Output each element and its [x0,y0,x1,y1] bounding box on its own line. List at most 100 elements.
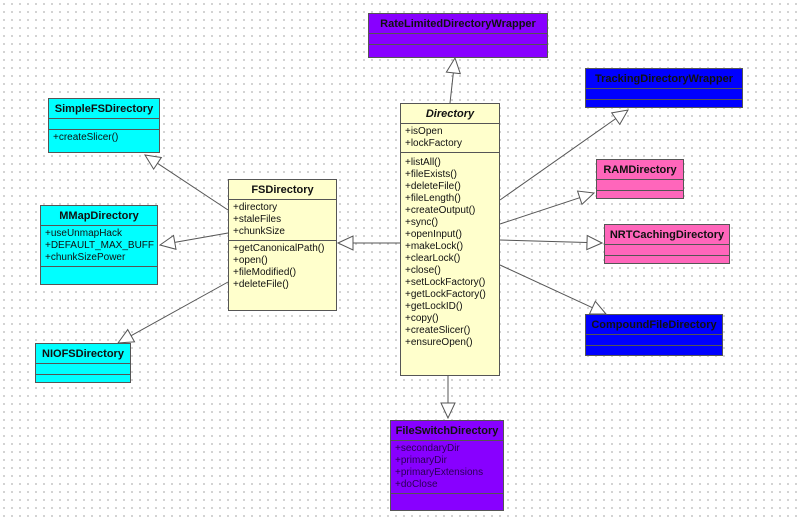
operation: +open() [233,255,268,266]
class-name: RAMDirectory [603,164,677,176]
edge-line [130,281,229,337]
class-box-directory[interactable]: Directory +isOpen +lockFactory +listAll(… [400,103,500,376]
class-box-ram-directory[interactable]: RAMDirectory [596,159,684,199]
attribute: +isOpen [405,126,443,137]
operations-section: +getCanonicalPath() +open() +fileModifie… [229,240,336,293]
edge-simple-fs-to-fs [144,154,229,211]
edge-mmap-to-fs [158,232,229,250]
attributes-section [36,363,130,374]
edge-line [174,232,229,243]
class-name: CompoundFileDirectory [591,319,717,331]
edge-nrt-to-directory [499,234,604,251]
attributes-section [586,334,722,345]
operation: +createSlicer() [405,325,471,336]
operations-section [597,190,683,201]
operations-section [391,493,503,504]
attribute: +DEFAULT_MAX_BUFF [45,240,155,251]
operation: +makeLock() [405,241,464,252]
class-box-rate-limited-directory-wrapper[interactable]: RateLimitedDirectoryWrapper [368,13,548,58]
operation: +fileExists() [405,169,457,180]
class-box-nrt-caching-directory[interactable]: NRTCachingDirectory [604,224,730,264]
operations-section [36,374,130,385]
operations-section [605,255,729,266]
class-name: Directory [425,108,475,120]
class-name: MMapDirectory [59,210,139,222]
operation: +ensureOpen() [405,337,473,348]
class-box-file-switch-directory[interactable]: FileSwitchDirectory +secondaryDir +prima… [390,420,504,511]
edge-niofs-to-fs [116,281,229,344]
operation: +deleteFile() [233,279,289,290]
class-name: FSDirectory [251,184,314,196]
operations-section: +listAll() +fileExists() +deleteFile() +… [401,152,499,351]
attribute: +primaryExtensions [395,467,484,478]
operations-section: +createSlicer() [49,129,159,146]
operation: +createSlicer() [53,132,119,143]
operation: +openInput() [405,229,462,240]
class-name: NIOFSDirectory [42,348,124,360]
edge-compound-to-directory [499,264,608,315]
class-box-fs-directory[interactable]: FSDirectory +directory +staleFiles +chun… [228,179,337,311]
generalization-arrowhead [576,190,596,206]
attributes-section: +isOpen +lockFactory [401,123,499,152]
attributes-section [586,88,742,99]
generalization-arrowhead [440,402,456,420]
attributes-section: +useUnmapHack +DEFAULT_MAX_BUFF +chunkSi… [41,225,157,266]
attributes-section [49,118,159,129]
attribute: +primaryDir [395,455,447,466]
attributes-section [597,179,683,190]
operations-section [586,99,742,110]
edge-line [499,264,593,309]
generalization-arrowhead [610,109,629,126]
operations-section [586,345,722,356]
class-name: RateLimitedDirectoryWrapper [380,18,536,30]
operation: +listAll() [405,157,441,168]
generalization-arrowhead [586,234,604,251]
attributes-section [605,244,729,255]
class-name: FileSwitchDirectory [395,425,499,437]
operation: +setLockFactory() [405,277,486,288]
operation: +getLockID() [405,301,463,312]
operations-section [369,44,547,55]
operation: +getCanonicalPath() [233,243,325,254]
edge-line [499,118,617,201]
edge-line [499,197,580,225]
attribute: +chunkSize [233,226,285,237]
edge-ram-to-directory [499,190,596,225]
edge-rate-limited-to-directory [445,56,462,104]
attribute: +secondaryDir [395,443,460,454]
attribute: +staleFiles [233,214,282,225]
operation: +sync() [405,217,439,228]
attribute: +useUnmapHack [45,228,122,239]
operation: +createOutput() [405,205,476,216]
attribute: +chunkSizePower [45,252,126,263]
class-name: NRTCachingDirectory [609,229,725,241]
class-box-simple-fs-directory[interactable]: SimpleFSDirectory +createSlicer() [48,98,160,153]
operation: +deleteFile() [405,181,461,192]
edge-file-switch-to-directory [440,376,456,420]
generalization-arrowhead [116,328,136,344]
generalization-arrowhead [158,234,177,250]
edge-fs-to-directory [336,235,400,251]
generalization-arrowhead [144,154,163,171]
class-box-tracking-directory-wrapper[interactable]: TrackingDirectoryWrapper [585,68,743,108]
class-box-mmap-directory[interactable]: MMapDirectory +useUnmapHack +DEFAULT_MAX… [40,205,158,285]
generalization-arrowhead [445,56,462,75]
operation: +close() [405,265,441,276]
operation: +getLockFactory() [405,289,486,300]
attribute: +lockFactory [405,138,462,149]
edge-line [449,72,454,104]
generalization-arrowhead [336,235,354,251]
class-box-compound-file-directory[interactable]: CompoundFileDirectory [585,314,723,356]
class-box-niofs-directory[interactable]: NIOFSDirectory [35,343,131,383]
operations-section [41,266,157,277]
class-name: SimpleFSDirectory [54,103,154,115]
attributes-section: +secondaryDir +primaryDir +primaryExtens… [391,440,503,493]
operation: +copy() [405,313,439,324]
operation: +clearLock() [405,253,461,264]
operation: +fileModified() [233,267,297,278]
attribute: +doClose [395,479,438,490]
generalization-arrowhead [588,300,608,315]
attributes-section [369,33,547,44]
class-name: TrackingDirectoryWrapper [595,73,733,85]
